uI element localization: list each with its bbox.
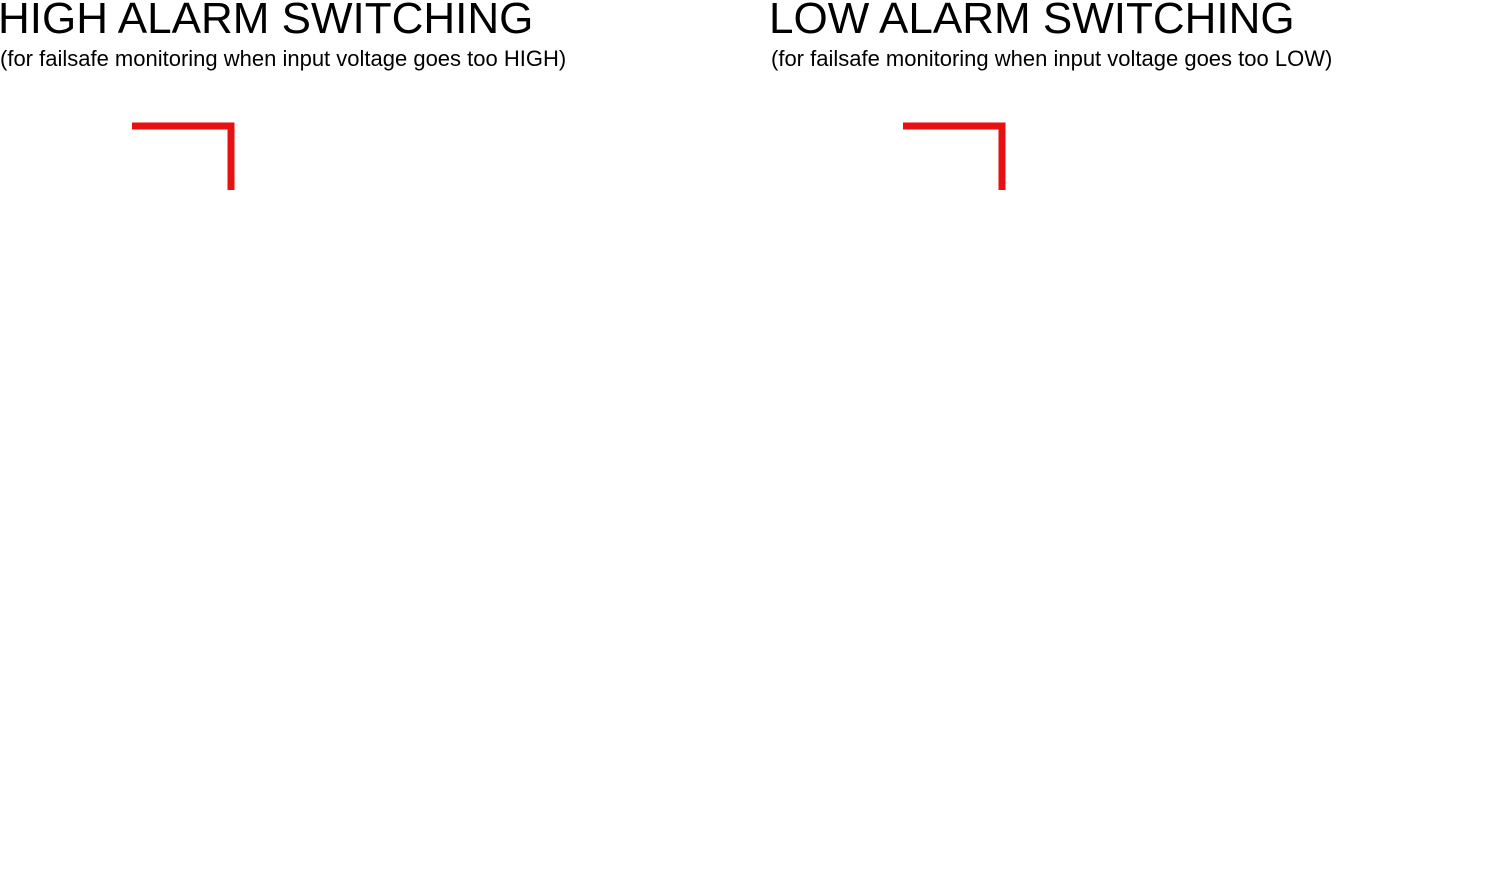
positive-input-wire: +Vin-Vin123+-VinGB-VTU/18-32/LVoltage Tr…	[903, 122, 1006, 190]
panel-subtitle: (for failsafe monitoring when input volt…	[771, 46, 1332, 71]
panel-subtitle: (for failsafe monitoring when input volt…	[0, 46, 566, 71]
low-alarm-panel: LOW ALARM SWITCHING (for failsafe monitor…	[769, 0, 1332, 190]
panel-title: HIGH ALARM SWITCHING	[0, 0, 533, 43]
high-alarm-panel: HIGH ALARM SWITCHING (for failsafe monito…	[0, 0, 566, 190]
panel-title: LOW ALARM SWITCHING	[769, 0, 1295, 43]
positive-input-wire: +Vin-Vin123+-VinGB-VTU/18-32/HVoltage Tr…	[132, 122, 235, 190]
